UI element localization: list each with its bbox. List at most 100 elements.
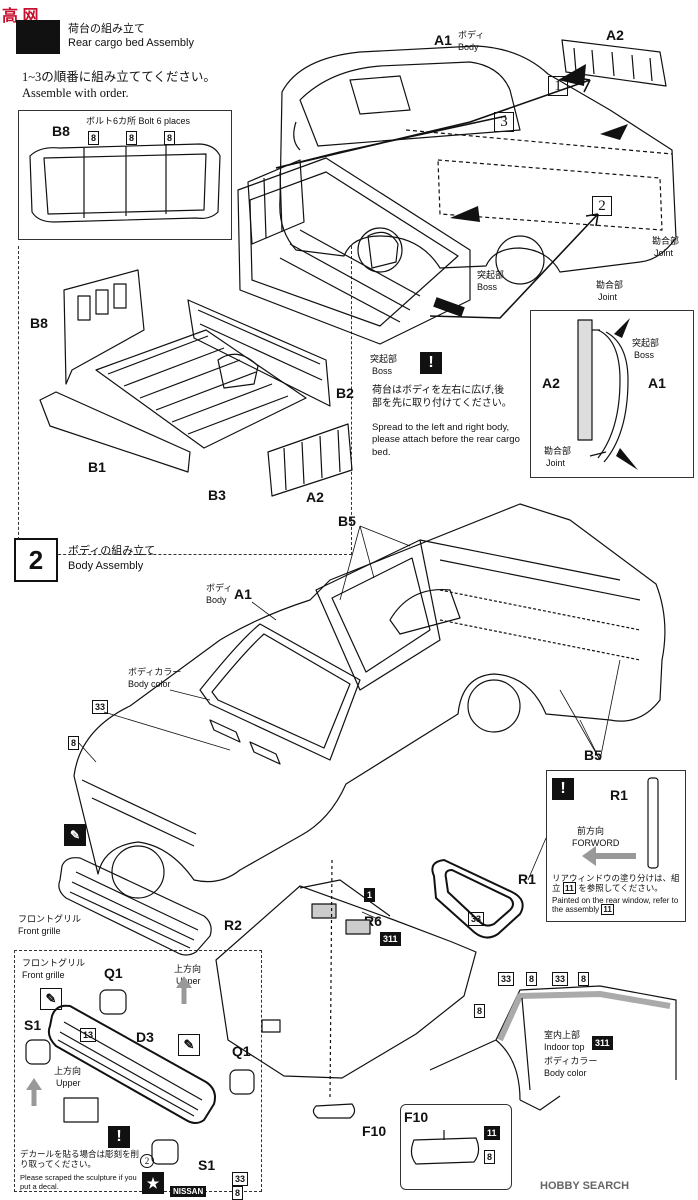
cargo-note-en: Spread to the left and right body, pleas… (372, 422, 520, 458)
exploded-a2 (267, 423, 353, 497)
step1-title-jp: 荷台の組み立て (68, 23, 145, 35)
inset-joint-en: Joint (546, 458, 566, 468)
boss-label-en-1: Boss (477, 282, 498, 292)
inset-arrows (614, 318, 638, 470)
rear-window-caution-icon: ! (552, 778, 574, 800)
grille-inset-en: Front grille (22, 970, 65, 980)
grille-inset-jp: フロントグリル (22, 958, 86, 968)
grille-paint-icon: ✎ (64, 824, 86, 846)
rear-window-code-11-en: 11 (601, 904, 614, 916)
exploded-b2 (187, 299, 331, 407)
grille-upper-jp-2: 上方向 (54, 1066, 82, 1076)
order-note-jp: 1~3の順番に組み立ててください。 (22, 70, 216, 84)
rear-window-note-en-text: Painted on the rear window, refer to the… (552, 896, 679, 915)
boss-label-jp-1: 突起部 (477, 270, 505, 280)
exploded-b8 (63, 269, 145, 385)
joint-cross-section (577, 319, 629, 463)
joint-label-en-2: Joint (598, 292, 618, 302)
code-33-emblem: 33 (232, 1172, 249, 1186)
order-note-en: Assemble with order. (22, 86, 129, 100)
step2-truck-drawing (73, 503, 666, 899)
panel-f10-label: F10 (404, 1109, 429, 1125)
star-emblem-icon: ★ (142, 1172, 164, 1194)
front-grille-drawing (58, 857, 212, 956)
rear-window-note-en: Painted on the rear window, refer to the… (552, 896, 686, 916)
nissan-badge: NISSAN (170, 1186, 207, 1197)
mirror-code-8: 8 (484, 1150, 496, 1164)
step1-title-en: Rear cargo bed Assembly (68, 37, 194, 49)
cargo-bed-drawing (237, 157, 471, 345)
part-b2-label: B2 (336, 385, 354, 401)
panel-r1-label: R1 (610, 787, 628, 803)
step2-number: 2 (14, 538, 58, 582)
code-33-hood: 33 (92, 700, 109, 714)
bolt-panel-part-b8: B8 (52, 123, 70, 139)
joint-label-en-1: Joint (654, 248, 674, 258)
joint-label-jp-2: 勘合部 (596, 280, 624, 290)
decal-note-jp: デカールを貼る場合は彫刻を削り取ってください。 (20, 1149, 140, 1169)
exploded-b1 (39, 391, 191, 473)
exploded-b3 (95, 329, 307, 449)
grille-q1-label-1: Q1 (104, 965, 123, 981)
order-circle-2: 2 (592, 196, 612, 216)
inset-a1-label: A1 (648, 375, 666, 391)
boss-label-en-2: Boss (372, 366, 393, 376)
mirror-drawing (312, 859, 480, 1165)
step2-body-jp: ボディ (206, 583, 233, 593)
step2-title-jp: ボディの組み立て (68, 545, 156, 557)
part-f10-label: F10 (362, 1123, 387, 1139)
step2-a1-label: A1 (234, 586, 252, 602)
step2-body-en: Body (206, 595, 227, 605)
body-color-en: Body color (128, 679, 171, 689)
part-b5-bottom-label: B5 (584, 747, 602, 763)
inset-code-33-b: 33 (552, 972, 569, 986)
roof-inset-drawing (429, 985, 677, 1111)
inset-code-8-c: 8 (474, 1004, 486, 1018)
inset-code-8-b: 8 (578, 972, 590, 986)
grille-upper-jp: 上方向 (174, 964, 202, 974)
grille-d3-label: D3 (136, 1029, 154, 1045)
body-color-jp: ボディカラー (128, 667, 182, 677)
inset-boss-jp: 突起部 (632, 338, 660, 348)
interior-r2-drawing (215, 879, 477, 1079)
grille-q1-label-2: Q1 (232, 1043, 251, 1059)
bolt-code-2: 8 (126, 131, 138, 145)
tailgate-drawing (561, 39, 667, 87)
part-b1-label: B1 (88, 459, 106, 475)
hobby-search-text: HOBBY SEARCH (540, 1180, 630, 1192)
inset-a2-label: A2 (542, 375, 560, 391)
part-b3-label: B3 (208, 487, 226, 503)
inset-code-8-a: 8 (526, 972, 538, 986)
inset-code-311: 311 (592, 1036, 613, 1050)
grille-s1-label-1: S1 (24, 1017, 42, 1033)
body-label-jp: ボディ (458, 30, 485, 40)
inset-body-color-en: Body color (544, 1068, 587, 1078)
part-a2-lower-label: A2 (306, 489, 324, 505)
grille-detail-inset (14, 950, 262, 1192)
mirror-detail-panel (400, 1104, 512, 1190)
black-arrows (433, 64, 628, 317)
inset-boss-en: Boss (634, 350, 655, 360)
leader-lines (77, 525, 621, 921)
rear-window-note-jp-a: リアウィンドウの塗り分けは、組立 (552, 873, 680, 893)
rear-window-note-jp: リアウィンドウの塗り分けは、組立 11 を参照してください。 (552, 873, 684, 894)
forward-panel-drawing (582, 777, 659, 869)
code-311-lights: 311 (380, 932, 401, 946)
rear-window-code-11: 11 (562, 881, 576, 894)
grille-paint-icon-2: ✎ (40, 988, 62, 1010)
part-r2-label: R2 (224, 917, 242, 933)
front-grille-jp: フロントグリル (18, 914, 82, 924)
grille-upper-en: Upper (176, 976, 201, 986)
hobby-search-watermark: HOBBY SEARCH (540, 1180, 629, 1192)
bolt-note: ボルト6カ所 Bolt 6 places (86, 116, 191, 126)
truck-body-drawing (279, 45, 677, 285)
grille-s1-label-2: S1 (198, 1157, 216, 1173)
decal-caution-icon: ! (108, 1126, 130, 1148)
b8-frame-drawing (29, 143, 221, 223)
decal-note-en: Please scraped the sculpture if you put … (20, 1173, 137, 1191)
cargo-note-jp: 荷台はボディを左右に広げ,後部を先に取り付けてください。 (372, 385, 512, 409)
grille-paint-icon-3: ✎ (178, 1034, 200, 1056)
step1-number (16, 20, 60, 54)
forward-en: FORWORD (572, 838, 620, 848)
